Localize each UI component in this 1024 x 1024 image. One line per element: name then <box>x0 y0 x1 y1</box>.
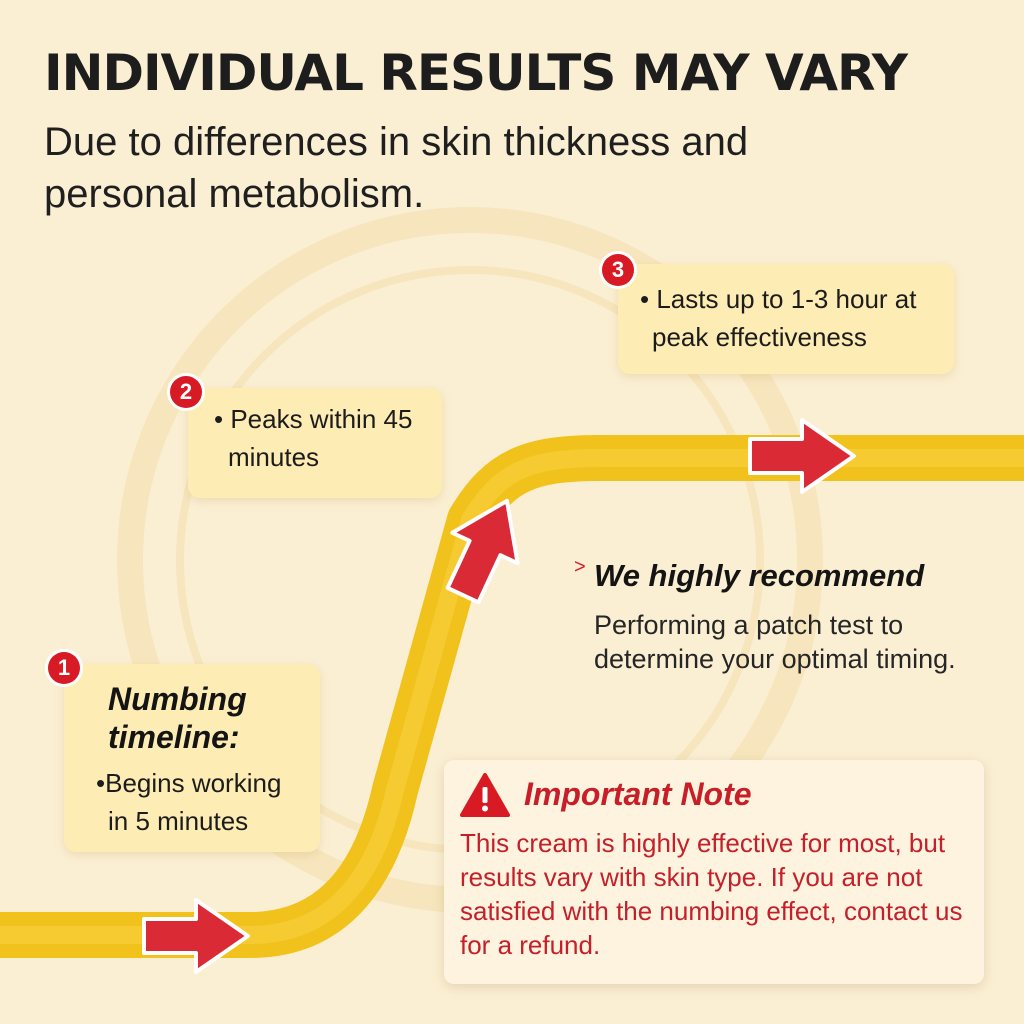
arrow-right-bottom <box>142 898 250 974</box>
step-3-bullet-cont: peak effectiveness <box>652 322 867 352</box>
recommendation-text: Performing a patch test to determine you… <box>594 610 956 674</box>
arrow-up-middle <box>445 498 520 605</box>
step-1-text: •Begins working in 5 minutes <box>96 764 318 840</box>
step-1-bullet-cont: in 5 minutes <box>108 806 249 836</box>
step-3-badge: 3 <box>602 254 634 286</box>
page-subtitle: Due to differences in skin thickness and… <box>44 120 749 216</box>
important-note-title: Important Note <box>524 776 752 812</box>
step-2-badge: 2 <box>170 376 202 408</box>
arrow-right-top <box>748 418 856 494</box>
step-1-bullet: •Begins working <box>96 768 282 798</box>
step-2-bullet-cont: minutes <box>228 442 320 472</box>
page-title: INDIVIDUAL RESULTS MAY VARY <box>44 44 908 102</box>
step-2-bullet: • Peaks within 45 <box>214 404 413 434</box>
step-3-bullet: • Lasts up to 1-3 hour at <box>640 284 917 314</box>
chevron-right-icon: > <box>574 556 586 578</box>
step-3-text: • Lasts up to 1-3 hour at peak effective… <box>640 280 950 356</box>
step-3-card <box>618 264 954 374</box>
important-note-text: This cream is highly effective for most,… <box>460 828 963 960</box>
step-1-card <box>64 664 320 852</box>
step-2-card <box>188 388 442 498</box>
recommendation-title: We highly recommend <box>594 558 925 593</box>
warning-icon <box>460 773 510 817</box>
timeline-path-highlight <box>0 449 1024 944</box>
step-2-text: • Peaks within 45 minutes <box>214 400 440 476</box>
step-1-title: Numbing timeline: <box>108 681 247 755</box>
step-1-badge: 1 <box>48 652 80 684</box>
important-note-box: Important Note This cream is highly effe… <box>444 760 984 984</box>
